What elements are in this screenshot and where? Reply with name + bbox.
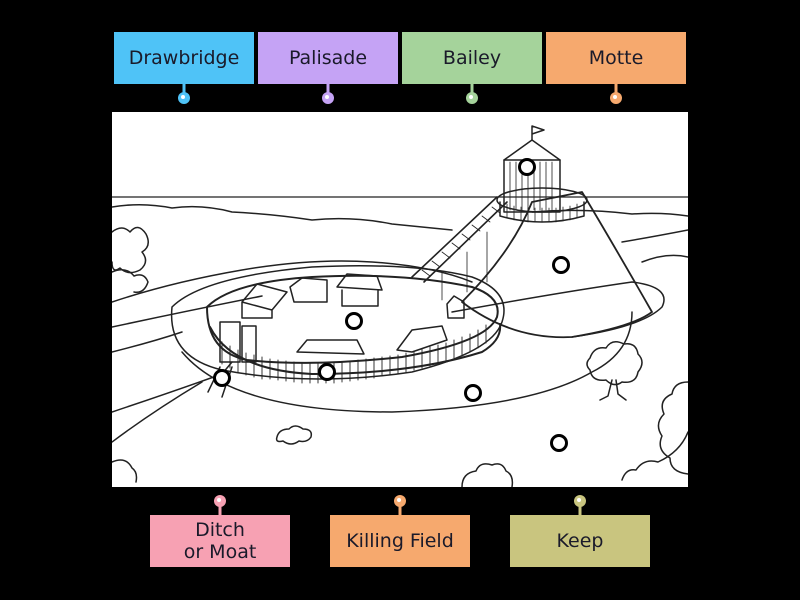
pin-dot-icon [322,92,334,104]
pin-stem [398,505,402,515]
pin-stem [470,84,474,94]
label-text-line1: Ditch [195,519,245,541]
pin-dot-icon [394,495,406,507]
label-drawbridge[interactable]: Drawbridge [114,32,254,104]
drop-target-hotspot[interactable] [464,384,482,402]
label-text-line2: or Moat [183,541,257,563]
pin-dot-icon [214,495,226,507]
drop-target-hotspot[interactable] [550,434,568,452]
label-text: Motte [588,47,644,69]
label-text: Killing Field [346,530,454,552]
label-text: Drawbridge [128,47,240,69]
pin-dot-icon [610,92,622,104]
pin-dot-icon [466,92,478,104]
label-killing-field[interactable]: Killing Field [330,495,470,567]
castle-picture [112,112,688,487]
label-text: Keep [556,530,604,552]
motte-and-bailey-drawing [112,125,688,487]
pin-dot-icon [574,495,586,507]
label-text: Palisade [288,47,368,69]
pin-stem [614,84,618,94]
drop-target-hotspot[interactable] [318,363,336,381]
label-bailey[interactable]: Bailey [402,32,542,104]
pin-stem [578,505,582,515]
label-text: Bailey [442,47,502,69]
pin-stem [326,84,330,94]
drop-target-hotspot[interactable] [518,158,536,176]
label-ditch-or-moat[interactable]: Ditch or Moat [150,495,290,567]
label-motte[interactable]: Motte [546,32,686,104]
pin-dot-icon [178,92,190,104]
drop-target-hotspot[interactable] [345,312,363,330]
label-keep[interactable]: Keep [510,495,650,567]
label-palisade[interactable]: Palisade [258,32,398,104]
pin-stem [182,84,186,94]
drop-target-hotspot[interactable] [213,369,231,387]
pin-stem [218,505,222,515]
drop-target-hotspot[interactable] [552,256,570,274]
